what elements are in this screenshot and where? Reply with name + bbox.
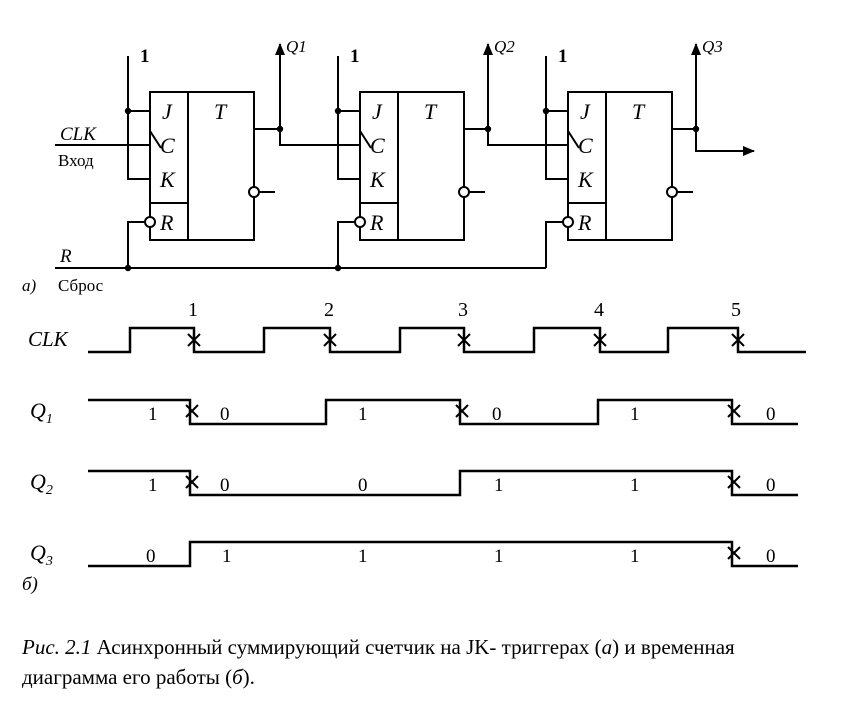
r-pin-label: R	[159, 210, 174, 235]
timing-labels: CLK 1 2 3 4 5 Q1 Q2 Q3 1 0 1 0 1 0 1 0 0…	[22, 299, 776, 595]
caption-text: ) и временная диаграмма его работы (	[22, 635, 735, 689]
j-pin-label: J	[580, 99, 591, 124]
clock-edge-markers	[185, 333, 745, 560]
r-pin-label: R	[369, 210, 384, 235]
reset-input-label: R	[59, 246, 72, 267]
q2-signal-label: Q2	[30, 469, 53, 498]
reset-caption: Сброс	[58, 276, 104, 295]
q3-value: 1	[494, 546, 504, 567]
k-pin-label: K	[577, 167, 594, 192]
q-output-wires	[254, 43, 755, 156]
part-b-label: б)	[22, 574, 38, 595]
q3-value: 1	[358, 546, 368, 567]
q1-value: 1	[358, 404, 368, 425]
q2-output-label: Q2	[494, 37, 515, 56]
q2-waveform	[88, 469, 798, 497]
q2-value: 1	[630, 475, 640, 496]
q1-value: 0	[220, 404, 230, 425]
reset-bus	[55, 221, 563, 269]
c-pin-label: C	[160, 133, 175, 158]
pulse-number: 3	[458, 299, 468, 321]
figure-caption: Рис. 2.1 Асинхронный суммирующий счетчик…	[22, 632, 832, 692]
circuit-labels: 1 1 1 Q1 Q2 Q3 J C K R T J C K R T J C K…	[22, 37, 723, 295]
flipflop-2	[354, 91, 485, 241]
q1-signal-label: Q1	[30, 398, 53, 427]
q2-value: 1	[494, 475, 504, 496]
jk-tie-wires	[127, 56, 568, 180]
caption-ref-b: б	[232, 665, 243, 689]
junction-dots	[124, 107, 700, 272]
q1-waveform	[88, 398, 798, 426]
logic-one-label: 1	[140, 46, 150, 67]
caption-text: Асинхронный суммирующий счетчик на JK- т…	[91, 635, 602, 659]
q1-output-label: Q1	[286, 37, 307, 56]
flipflop-1	[144, 91, 275, 241]
caption-ref-a: а	[601, 635, 613, 659]
q1-value: 0	[766, 404, 776, 425]
t-type-label: T	[632, 99, 646, 124]
pulse-number: 4	[594, 299, 604, 321]
pulse-number: 5	[731, 299, 741, 321]
q2-value: 0	[766, 475, 776, 496]
c-pin-label: C	[578, 133, 593, 158]
q1-value: 1	[630, 404, 640, 425]
j-pin-label: J	[372, 99, 383, 124]
q3-value: 0	[146, 546, 156, 567]
q3-waveform	[88, 540, 798, 568]
q3-value: 1	[630, 546, 640, 567]
k-pin-label: K	[159, 167, 176, 192]
q2-value: 1	[148, 475, 158, 496]
q2-value: 0	[220, 475, 230, 496]
pulse-number: 1	[188, 299, 198, 321]
part-a-label: а)	[22, 276, 37, 295]
r-pin-label: R	[577, 210, 592, 235]
figure-number: Рис. 2.1	[22, 635, 92, 659]
flipflop-3	[562, 91, 693, 241]
clk-waveform	[88, 326, 806, 354]
c-pin-label: C	[370, 133, 385, 158]
timing-diagram	[88, 326, 806, 568]
t-type-label: T	[424, 99, 438, 124]
clk-signal-label: CLK	[28, 327, 69, 351]
q3-signal-label: Q3	[30, 540, 53, 569]
t-type-label: T	[214, 99, 228, 124]
k-pin-label: K	[369, 167, 386, 192]
clk-input-label: CLK	[60, 124, 97, 145]
q2-value: 0	[358, 475, 368, 496]
counter-circuit	[55, 43, 755, 272]
caption-text: ).	[242, 665, 255, 689]
q1-value: 0	[492, 404, 502, 425]
q1-value: 1	[148, 404, 158, 425]
pulse-number: 2	[324, 299, 334, 321]
logic-one-label: 1	[558, 46, 568, 67]
j-pin-label: J	[162, 99, 173, 124]
q3-value: 1	[222, 546, 232, 567]
q3-output-label: Q3	[702, 37, 723, 56]
q3-value: 0	[766, 546, 776, 567]
logic-one-label: 1	[350, 46, 360, 67]
input-caption: Вход	[58, 151, 94, 170]
